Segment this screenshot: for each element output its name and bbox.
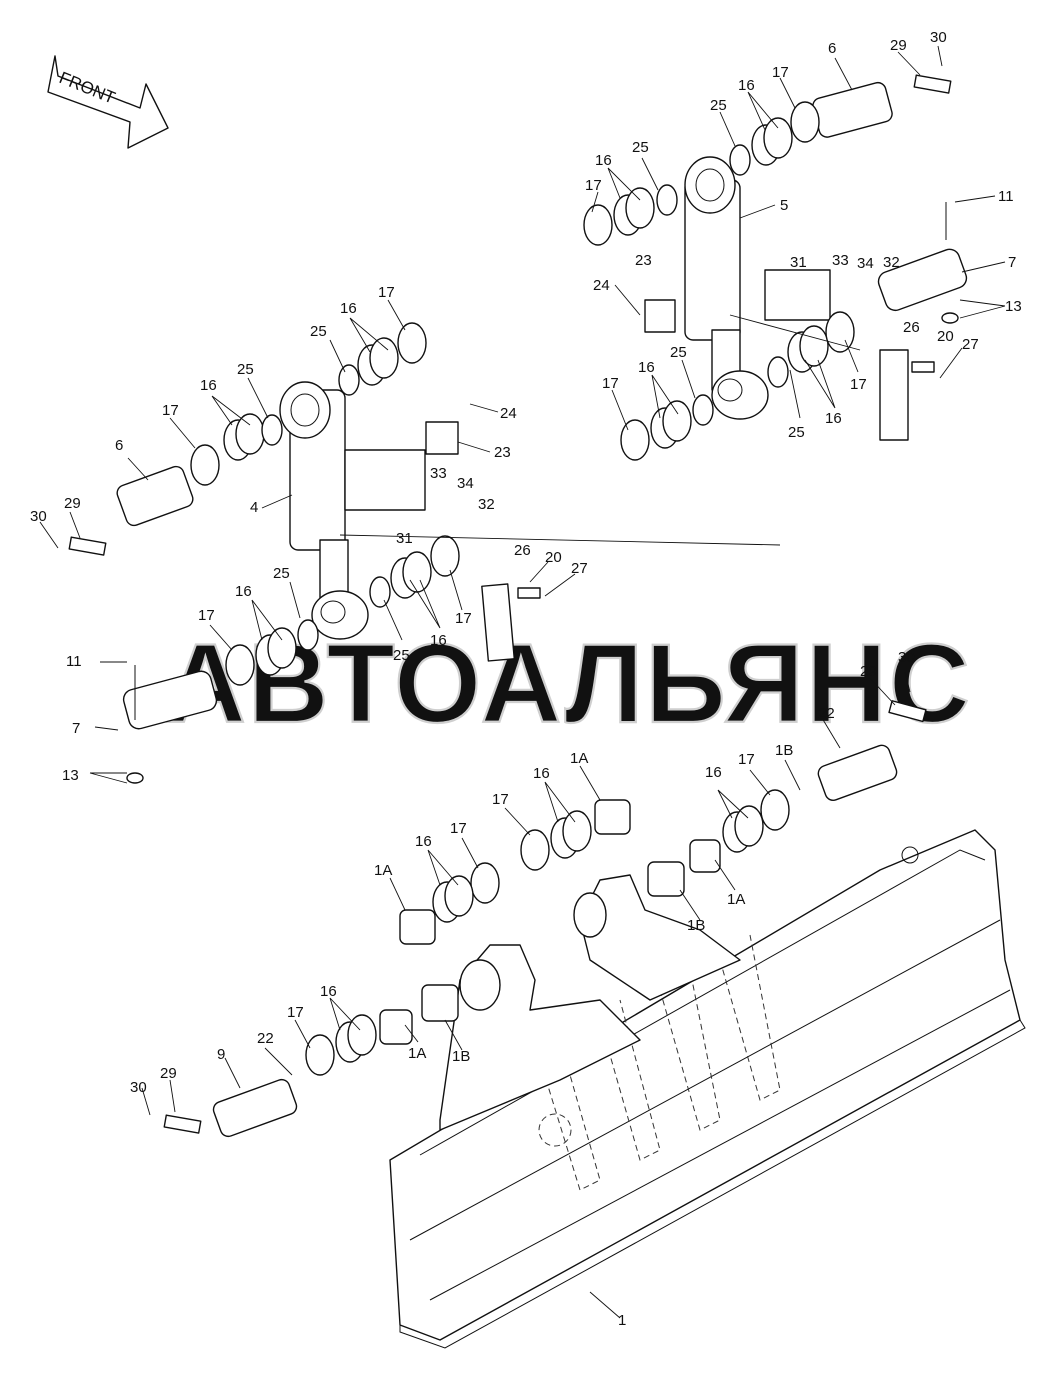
callout-27: 27 — [962, 336, 979, 353]
callout-1A: 1A — [727, 891, 745, 908]
callout-11: 11 — [66, 653, 82, 670]
callout-17: 17 — [450, 820, 467, 837]
callout-30: 30 — [898, 649, 915, 666]
bolts-and-plates — [68, 74, 959, 1134]
callout-5: 5 — [780, 197, 788, 214]
callout-1A: 1A — [570, 750, 588, 767]
callout-16: 16 — [415, 833, 432, 850]
pins — [116, 81, 968, 1138]
callout-17: 17 — [378, 284, 395, 301]
callout-29: 29 — [64, 495, 81, 512]
callout-30: 30 — [30, 508, 47, 525]
callout-1: 1 — [618, 1312, 626, 1329]
callout-20: 20 — [937, 328, 954, 345]
callout-1A: 1A — [374, 862, 392, 879]
callout-20: 20 — [545, 549, 562, 566]
callout-29: 29 — [160, 1065, 177, 1082]
callout-22: 1B — [775, 742, 793, 759]
callout-16: 16 — [340, 300, 357, 317]
callout-16: 16 — [320, 983, 337, 1000]
callout-25: 25 — [393, 647, 410, 664]
callout-1B: 1B — [452, 1048, 470, 1065]
callout-16: 16 — [200, 377, 217, 394]
callout-32: 32 — [883, 254, 900, 271]
callout-16: 16 — [738, 77, 755, 94]
callout-4: 4 — [250, 499, 258, 516]
callout-6: 6 — [828, 40, 836, 57]
callout-16: 16 — [825, 410, 842, 427]
callout-17: 17 — [455, 610, 472, 627]
callout-25: 25 — [670, 344, 687, 361]
callout-31: 31 — [790, 254, 807, 271]
callout-31: 31 — [396, 530, 413, 547]
callout-25: 25 — [310, 323, 327, 340]
callout-17: 17 — [602, 375, 619, 392]
front-direction-arrow: FRONT — [47, 55, 169, 149]
right-cylinder — [644, 156, 909, 441]
callout-17: 17 — [850, 376, 867, 393]
left-cylinder — [279, 381, 459, 640]
callout-25: 25 — [710, 97, 727, 114]
callout-17: 17 — [287, 1004, 304, 1021]
callout-17: 17 — [198, 607, 215, 624]
callout-11: 11 — [998, 188, 1014, 205]
callout-16: 16 — [638, 359, 655, 376]
callout-1B: 1B — [687, 917, 705, 934]
callout-17: 17 — [162, 402, 179, 419]
callout-17: 17 — [738, 751, 755, 768]
callout-16: 16 — [595, 152, 612, 169]
callout-22: 22 — [257, 1030, 274, 1047]
callout-13: 13 — [62, 767, 79, 784]
callout-9: 9 — [217, 1046, 225, 1063]
callout-16: 16 — [705, 764, 722, 781]
callout-24: 24 — [593, 277, 610, 294]
callout-6: 6 — [115, 437, 123, 454]
callout-13: 13 — [1005, 298, 1022, 315]
blade-mounting-brackets — [439, 874, 741, 1131]
callout-17: 17 — [492, 791, 509, 808]
watermark-text: АВТОАЛЬЯНС — [165, 621, 972, 746]
callout-25: 25 — [273, 565, 290, 582]
callout-30: 30 — [130, 1079, 147, 1096]
callout-32: 32 — [478, 496, 495, 513]
callout-16: 16 — [430, 632, 447, 649]
callout-7: 7 — [1008, 254, 1016, 271]
callout-16: 16 — [235, 583, 252, 600]
callout-29: 29 — [890, 37, 907, 54]
callout-25: 25 — [788, 424, 805, 441]
callout-34: 34 — [857, 255, 874, 272]
callout-25: 25 — [632, 139, 649, 156]
callout-9: 22 — [818, 705, 835, 722]
callout-33: 33 — [832, 252, 849, 269]
callout-26: 26 — [903, 319, 920, 336]
callout-1A: 1A — [408, 1045, 426, 1062]
callout-23: 23 — [635, 252, 652, 269]
callouts: 30 29 6 17 16 25 4 25 16 17 24 23 33 34 … — [30, 29, 1022, 1329]
callout-33: 33 — [430, 465, 447, 482]
callout-17: 17 — [585, 177, 602, 194]
callout-25: 25 — [237, 361, 254, 378]
callout-26: 26 — [514, 542, 531, 559]
callout-17: 17 — [772, 64, 789, 81]
callout-7: 7 — [72, 720, 80, 737]
callout-27: 27 — [571, 560, 588, 577]
callout-30: 30 — [930, 29, 947, 46]
callout-34: 34 — [457, 475, 474, 492]
callout-29: 29 — [860, 663, 877, 680]
callout-16: 16 — [533, 765, 550, 782]
leader-lines — [39, 45, 1006, 1319]
callout-24: 24 — [500, 405, 517, 422]
callout-23: 23 — [494, 444, 511, 461]
